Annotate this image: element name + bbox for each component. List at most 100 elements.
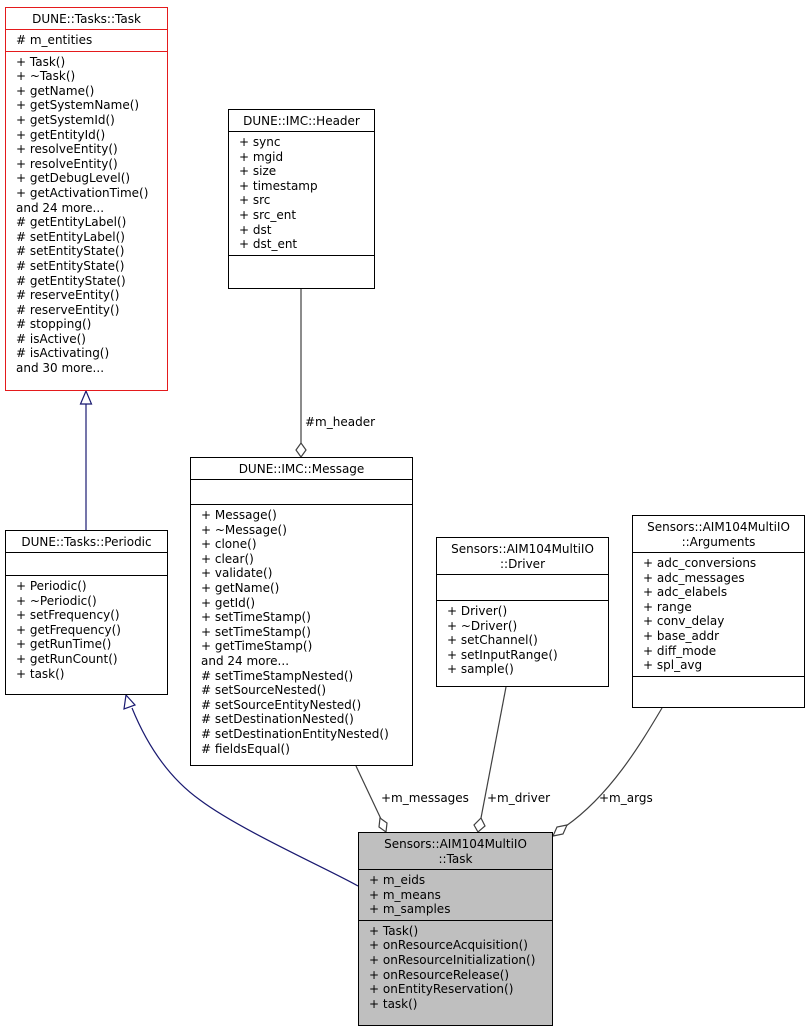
class-dune-tasks-task[interactable]: DUNE::Tasks::Task # m_entities + Task()+… — [5, 7, 168, 391]
method-item: # setDestinationNested() — [201, 712, 354, 727]
attribute-item: + dst_ent — [239, 237, 298, 252]
edge-label-header: #m_header — [305, 415, 376, 429]
method-item: + getFrequency() — [16, 622, 121, 637]
method-item: + getRunTime() — [16, 637, 112, 652]
method-item: + ~Message() — [201, 522, 287, 537]
method-item: + Task() — [369, 923, 419, 938]
method-item: + getRunCount() — [16, 651, 118, 666]
attribute-section — [437, 574, 608, 600]
attribute-item: + base_addr — [643, 628, 719, 643]
class-title-line: ::Task — [438, 852, 473, 866]
attribute-section: + adc_conversions+ adc_messages+ adc_ela… — [633, 552, 804, 676]
method-item: + onResourceInitialization() — [369, 952, 536, 967]
method-item: + onEntityReservation() — [369, 982, 514, 997]
method-item: + getId() — [201, 595, 256, 610]
method-item: # reserveEntity() — [16, 288, 120, 303]
method-item: # getEntityLabel() — [16, 215, 127, 230]
class-title: DUNE::Tasks::Task — [6, 8, 167, 29]
class-title-line: Sensors::AIM104MultiIO — [384, 837, 527, 851]
attribute-section — [6, 552, 167, 575]
attribute-item: + diff_mode — [643, 643, 717, 658]
class-aim104-task[interactable]: Sensors::AIM104MultiIO::Task + m_eids+ m… — [358, 832, 553, 1026]
aggregation-diamond-messages — [378, 816, 388, 834]
class-title: DUNE::Tasks::Periodic — [6, 531, 167, 552]
method-item: + onResourceRelease() — [369, 967, 510, 982]
method-item: # reserveEntity() — [16, 302, 120, 317]
aggregation-diamond-header — [295, 441, 307, 459]
class-title-line: ::Driver — [499, 557, 545, 571]
method-item: + setFrequency() — [16, 608, 120, 623]
method-item: + getName() — [16, 83, 95, 98]
method-item: + setChannel() — [447, 633, 538, 648]
attribute-item: + conv_delay — [643, 614, 725, 629]
inheritance-arrowhead-periodic — [123, 693, 137, 710]
attribute-item: + sync — [239, 135, 281, 149]
class-title: Sensors::AIM104MultiIO::Arguments — [633, 516, 804, 552]
method-item: + task() — [369, 996, 418, 1011]
class-dune-tasks-periodic[interactable]: DUNE::Tasks::Periodic + Periodic()+ ~Per… — [5, 530, 168, 695]
method-section: + Periodic()+ ~Periodic()+ setFrequency(… — [6, 575, 167, 684]
attribute-item: + range — [643, 599, 692, 614]
attribute-item: + m_means — [369, 887, 441, 902]
attribute-item: + src — [239, 193, 271, 208]
edge-label-messages: +m_messages — [381, 791, 469, 805]
attribute-item: + size — [239, 164, 277, 179]
association-edge-messages — [355, 765, 382, 820]
class-title: DUNE::IMC::Message — [191, 458, 412, 479]
method-item: + getSystemName() — [16, 98, 140, 113]
method-item: # setEntityState() — [16, 244, 125, 259]
method-item: # setSourceNested() — [201, 683, 327, 698]
method-item: and 24 more... — [201, 653, 290, 668]
class-aim104-driver[interactable]: Sensors::AIM104MultiIO::Driver + Driver(… — [436, 537, 609, 687]
aggregation-diamond-args — [551, 824, 569, 837]
method-item: # fieldsEqual() — [201, 741, 290, 756]
method-item: # setEntityState() — [16, 258, 125, 273]
method-item: + setTimeStamp() — [201, 624, 311, 639]
method-item: + getActivationTime() — [16, 185, 149, 200]
class-aim104-arguments[interactable]: Sensors::AIM104MultiIO::Arguments + adc_… — [632, 515, 805, 708]
method-item: + Task() — [16, 54, 66, 69]
class-title-line: DUNE::IMC::Message — [238, 462, 365, 476]
class-dune-imc-header[interactable]: DUNE::IMC::Header + sync+ mgid+ size+ ti… — [228, 109, 375, 289]
aggregation-diamond-driver — [473, 816, 486, 833]
class-title-line: Sensors::AIM104MultiIO — [451, 542, 594, 556]
method-item: # getEntityState() — [16, 273, 126, 288]
method-section — [633, 675, 804, 699]
edge-label-driver: +m_driver — [487, 791, 551, 805]
method-item: + resolveEntity() — [16, 142, 118, 157]
class-title: Sensors::AIM104MultiIO::Task — [359, 833, 552, 869]
class-title-line: Sensors::AIM104MultiIO — [647, 520, 790, 534]
method-item: # setTimeStampNested() — [201, 668, 354, 683]
method-item: + onResourceAcquisition() — [369, 938, 528, 953]
method-item: + setInputRange() — [447, 647, 558, 662]
method-item: + getDebugLevel() — [16, 171, 131, 186]
method-item: + getEntityId() — [16, 127, 106, 142]
method-item: + getSystemId() — [16, 112, 115, 127]
method-item: + sample() — [447, 662, 514, 677]
method-item: and 30 more... — [16, 361, 105, 376]
attribute-item: + adc_conversions — [643, 556, 757, 570]
association-edge-args — [565, 707, 663, 827]
attribute-item: + src_ent — [239, 207, 297, 222]
method-item: + task() — [16, 666, 65, 681]
attribute-section: + sync+ mgid+ size+ timestamp+ src+ src_… — [229, 131, 374, 255]
attribute-section: # m_entities — [6, 29, 167, 51]
inheritance-arrowhead-task — [79, 389, 93, 405]
attribute-section — [191, 479, 412, 504]
class-title: DUNE::IMC::Header — [229, 110, 374, 131]
method-item: + clone() — [201, 537, 257, 552]
method-section: + Task()+ onResourceAcquisition()+ onRes… — [359, 919, 552, 1015]
method-item: + ~Driver() — [447, 618, 518, 633]
method-item: + Periodic() — [16, 579, 87, 593]
method-item: and 24 more... — [16, 200, 105, 215]
method-item: + setTimeStamp() — [201, 610, 311, 625]
attribute-item: + m_eids — [369, 873, 426, 887]
method-item: # isActivating() — [16, 346, 110, 361]
method-item: # setSourceEntityNested() — [201, 697, 362, 712]
method-item: + Driver() — [447, 604, 508, 618]
attribute-item: + dst — [239, 222, 272, 237]
edge-label-args: +m_args — [599, 791, 653, 805]
class-dune-imc-message[interactable]: DUNE::IMC::Message + Message()+ ~Message… — [190, 457, 413, 766]
class-title-line: ::Arguments — [681, 535, 756, 549]
